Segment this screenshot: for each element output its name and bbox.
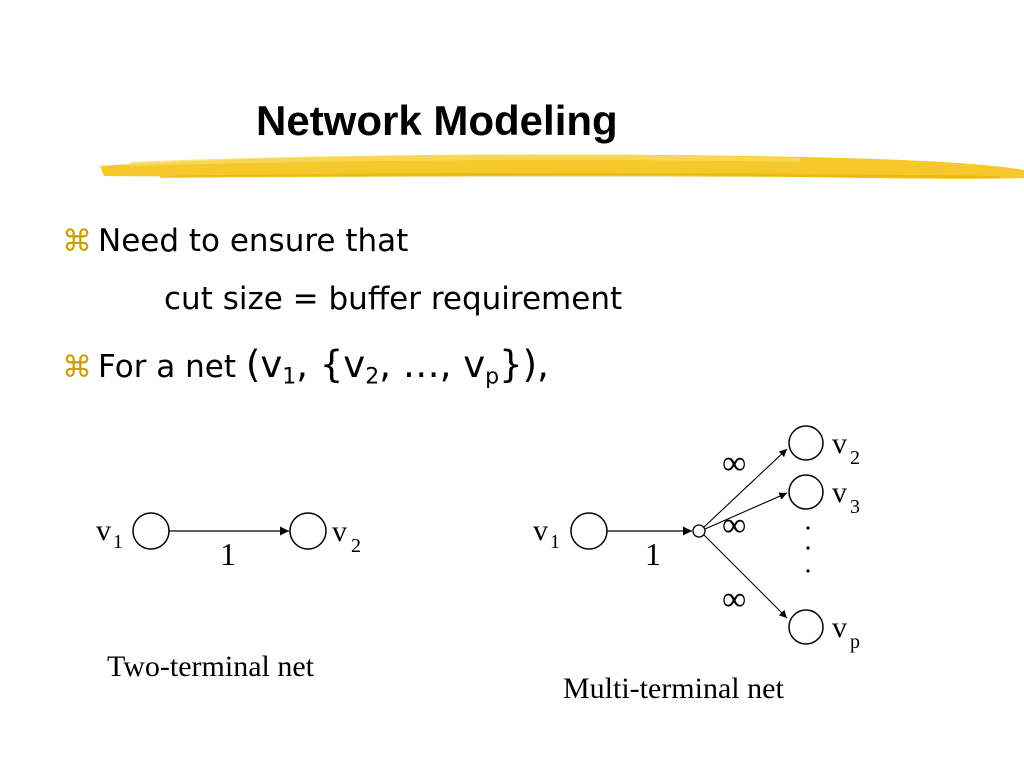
multi-terminal-edge-weight: 1 (645, 536, 661, 572)
two-terminal-source-label: v (96, 514, 111, 547)
bullet-1-continuation: cut size = buffer requirement (164, 281, 623, 317)
sink-sub-v2: 2 (850, 447, 860, 469)
two-terminal-net: v 1 1 v 2 Two-terminal net (96, 512, 361, 683)
infinity-label-v2: ∞ (722, 445, 746, 482)
sink-label-v2: v (832, 427, 847, 460)
infinity-label-vp: ∞ (722, 581, 746, 618)
bullet-2: ⌘For a net (v1, {v2, …, vp}), (62, 340, 549, 393)
sink-sub-vp: p (850, 631, 860, 653)
two-terminal-caption: Two-terminal net (107, 650, 315, 683)
sink-node-vp (788, 609, 824, 645)
two-terminal-source-node (132, 512, 170, 550)
multi-terminal-net: v 1 1 ∞ ∞ ∞ v 2 v 3 v p Multi-terminal n… (533, 425, 860, 705)
multi-terminal-edge-v3 (704, 492, 788, 530)
two-terminal-source-sub: 1 (113, 531, 123, 553)
multi-terminal-caption: Multi-terminal net (563, 672, 784, 705)
two-terminal-sink-sub: 2 (351, 535, 361, 557)
bullet-1: ⌘Need to ensure that (62, 220, 408, 263)
multi-terminal-edge-vp (703, 534, 788, 619)
bullet-1-text: Need to ensure that (98, 223, 409, 259)
z-bullet-icon: ⌘ (62, 224, 92, 259)
multi-terminal-edge-v2 (703, 448, 788, 528)
multi-terminal-source-node (570, 512, 608, 550)
title-underline-swoosh (100, 154, 1024, 179)
two-terminal-sink-node (289, 512, 327, 550)
multi-terminal-source-label: v (533, 514, 548, 547)
vertical-ellipsis (806, 526, 810, 573)
slide-title: Network Modeling (256, 97, 618, 144)
bullet-2-text: For a net (98, 349, 237, 385)
sink-label-v3: v (832, 476, 847, 509)
infinity-label-v3: ∞ (722, 507, 746, 544)
multi-terminal-hub-node (692, 524, 706, 538)
net-notation: (v1, {v2, …, vp}), (245, 343, 549, 390)
two-terminal-sink-label: v (332, 515, 347, 548)
two-terminal-edge-weight: 1 (220, 536, 236, 572)
z-bullet-icon: ⌘ (62, 350, 92, 385)
sink-label-vp: v (832, 611, 847, 644)
sink-node-v2 (788, 425, 824, 461)
multi-terminal-source-sub: 1 (550, 531, 560, 553)
sink-sub-v3: 3 (850, 496, 860, 518)
sink-node-v3 (788, 474, 824, 510)
